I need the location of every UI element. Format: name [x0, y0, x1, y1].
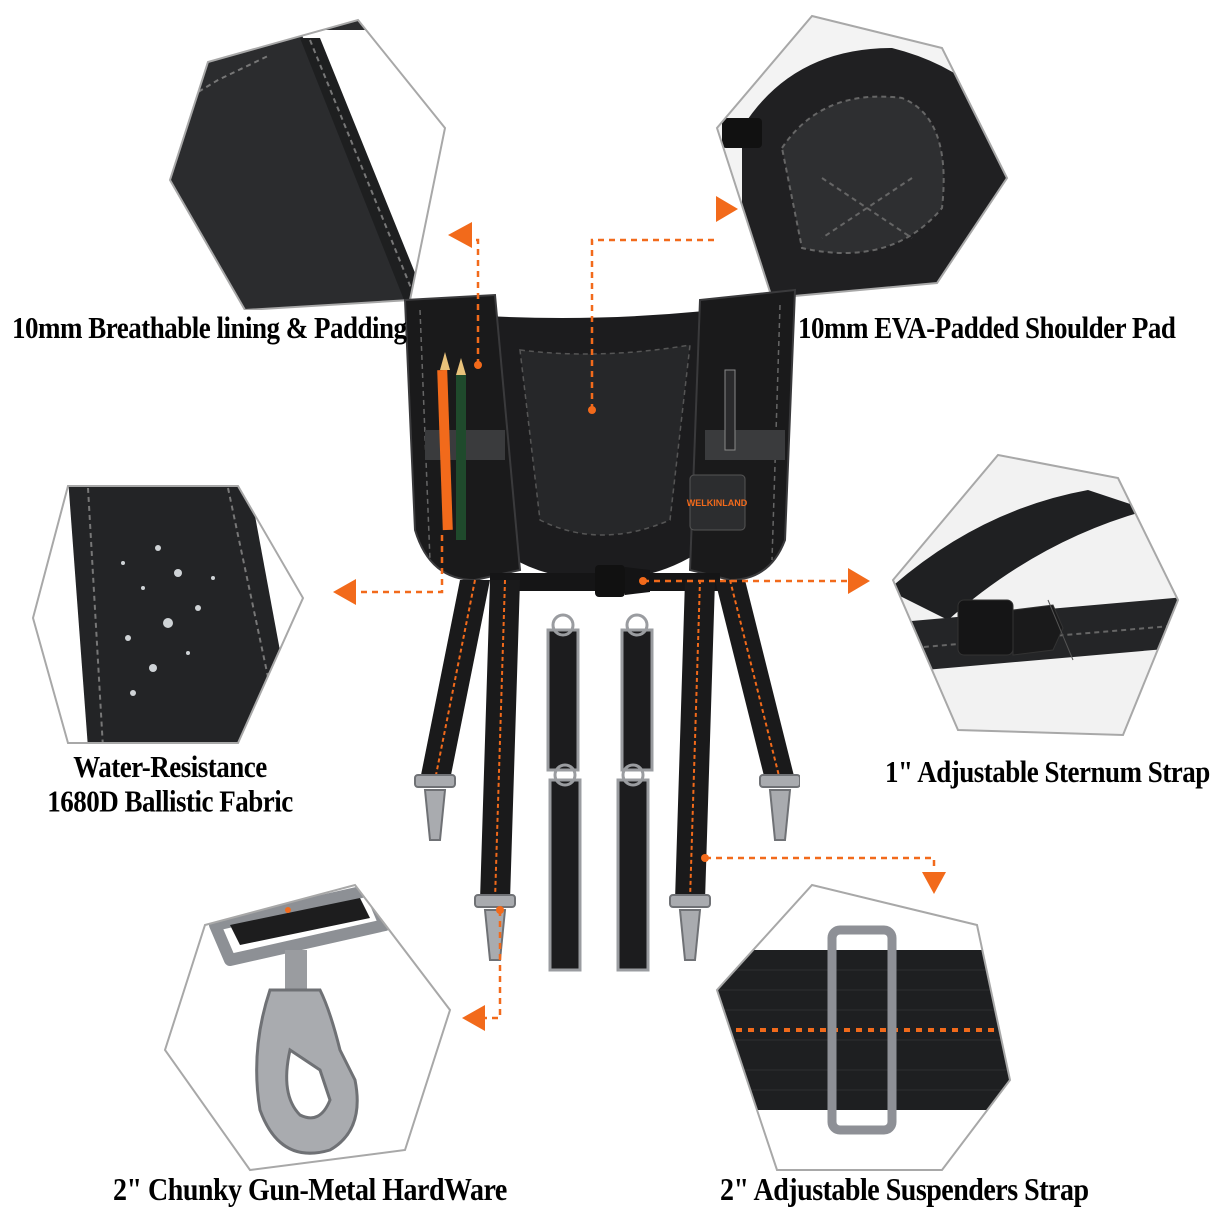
hex-detail-sternum	[888, 450, 1183, 740]
svg-text:WELKINLAND: WELKINLAND	[687, 498, 748, 508]
brand-patch	[689, 474, 746, 531]
label-lining: 10mm Breathable lining & Padding	[12, 310, 407, 346]
label-suspender-strap: 2" Adjustable Suspenders Strap	[720, 1172, 1089, 1209]
hex-detail-lining	[160, 10, 450, 310]
label-fabric: Water-Resistance 1680D Ballistic Fabric	[40, 749, 300, 819]
tool-loops	[546, 613, 654, 972]
snap-hooks	[414, 774, 800, 961]
label-shoulder-pad: 10mm EVA-Padded Shoulder Pad	[798, 310, 1176, 346]
right-straps	[675, 579, 795, 901]
hex-detail-hardware	[160, 880, 460, 1175]
label-hardware: 2" Chunky Gun-Metal HardWare	[113, 1172, 507, 1209]
hex-detail-suspender-strap	[712, 880, 1012, 1175]
label-fabric-line2: 1680D Ballistic Fabric	[47, 783, 293, 819]
hex-detail-shoulder-pad	[712, 8, 1012, 308]
hex-detail-fabric	[28, 478, 308, 748]
label-sternum: 1" Adjustable Sternum Strap	[885, 754, 1210, 790]
left-straps	[420, 579, 520, 901]
label-fabric-line1: Water-Resistance	[73, 749, 267, 784]
product-suspenders-harness: WELKINLAND	[400, 280, 800, 980]
